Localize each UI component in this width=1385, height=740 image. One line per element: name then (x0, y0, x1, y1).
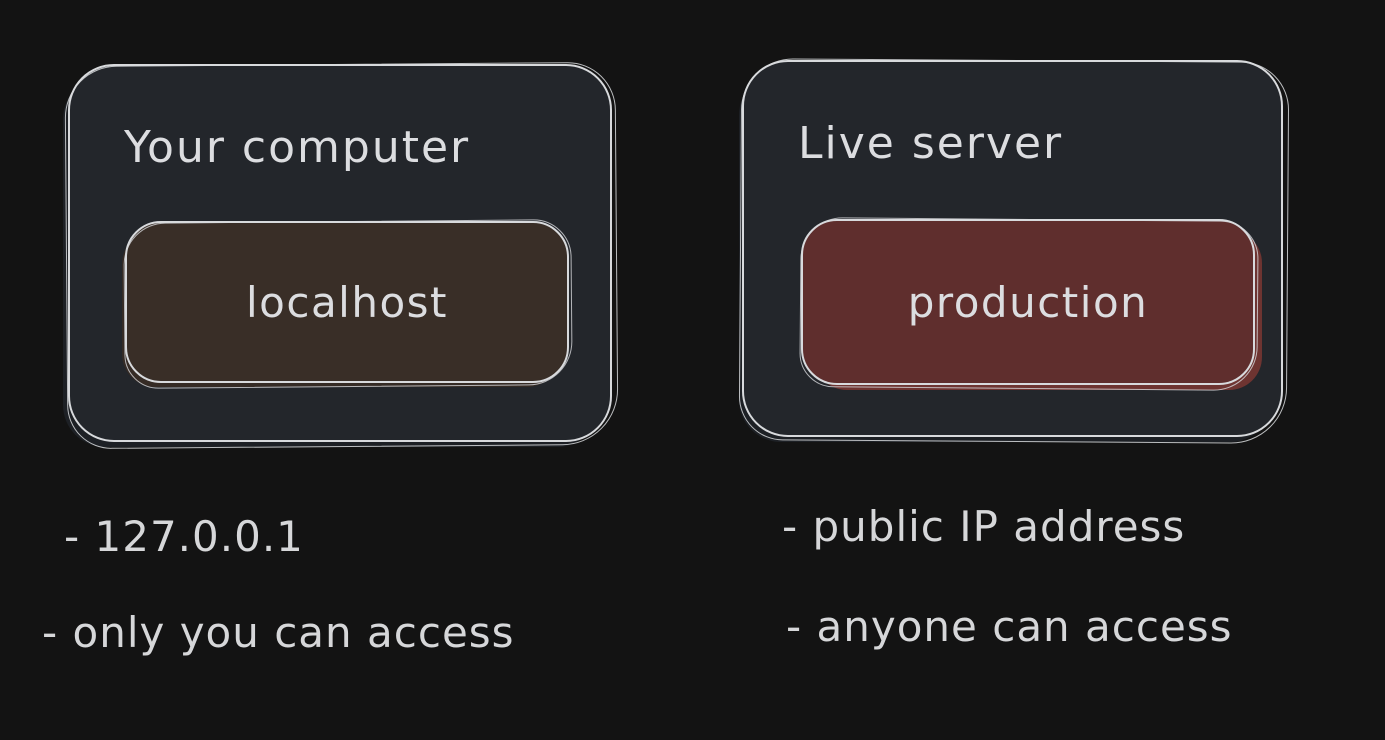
production-box: production (801, 219, 1255, 385)
localhost-box: localhost (125, 221, 569, 383)
note-localhost-access: - only you can access (42, 608, 515, 657)
your-computer-title: Your computer (124, 122, 471, 173)
note-localhost-ip: - 127.0.0.1 (64, 512, 304, 561)
production-label: production (907, 277, 1149, 327)
note-production-access: - anyone can access (786, 602, 1233, 651)
live-server-box: Live server production (742, 60, 1283, 437)
localhost-label: localhost (245, 277, 449, 327)
note-production-ip: - public IP address (782, 502, 1186, 551)
your-computer-box: Your computer localhost (68, 64, 612, 442)
live-server-title: Live server (798, 118, 1064, 169)
